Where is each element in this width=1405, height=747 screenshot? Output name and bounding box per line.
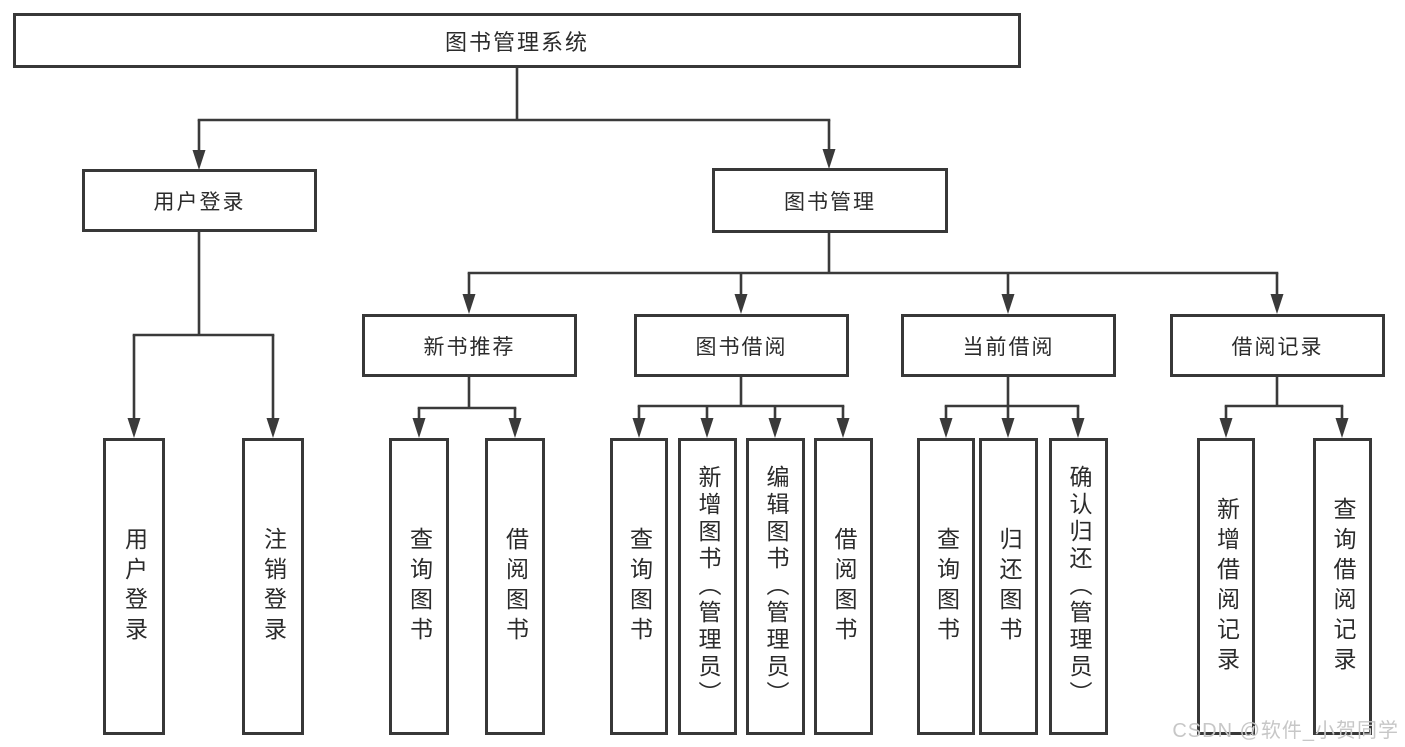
node-book-management: 图书管理 xyxy=(712,168,948,233)
leaf-add-borrow-record: 新增借阅记录 xyxy=(1197,438,1255,735)
leaf-query-borrow-record: 查询借阅记录 xyxy=(1313,438,1372,735)
leaf-borrow-books-recommendation: 借阅图书 xyxy=(485,438,545,735)
leaf-logout: 注销登录 xyxy=(242,438,304,735)
node-root-library-system: 图书管理系统 xyxy=(13,13,1021,68)
leaf-query-books-current: 查询图书 xyxy=(917,438,975,735)
node-book-borrowing: 图书借阅 xyxy=(634,314,849,377)
node-user-login: 用户登录 xyxy=(82,169,317,232)
node-current-borrowing: 当前借阅 xyxy=(901,314,1116,377)
leaf-query-books-recommendation: 查询图书 xyxy=(389,438,449,735)
leaf-add-book-admin: 新增图书（管理员） xyxy=(678,438,737,735)
leaf-edit-book-admin: 编辑图书（管理员） xyxy=(746,438,805,735)
leaf-return-book: 归还图书 xyxy=(979,438,1038,735)
leaf-confirm-return-admin: 确认归还（管理员） xyxy=(1049,438,1108,735)
csdn-watermark: CSDN @软件_小贺同学 xyxy=(1172,720,1399,742)
node-borrowing-records: 借阅记录 xyxy=(1170,314,1385,377)
leaf-user-login: 用户登录 xyxy=(103,438,165,735)
leaf-borrow-books-borrowing: 借阅图书 xyxy=(814,438,873,735)
node-new-book-recommendation: 新书推荐 xyxy=(362,314,577,377)
leaf-query-books-borrowing: 查询图书 xyxy=(610,438,668,735)
